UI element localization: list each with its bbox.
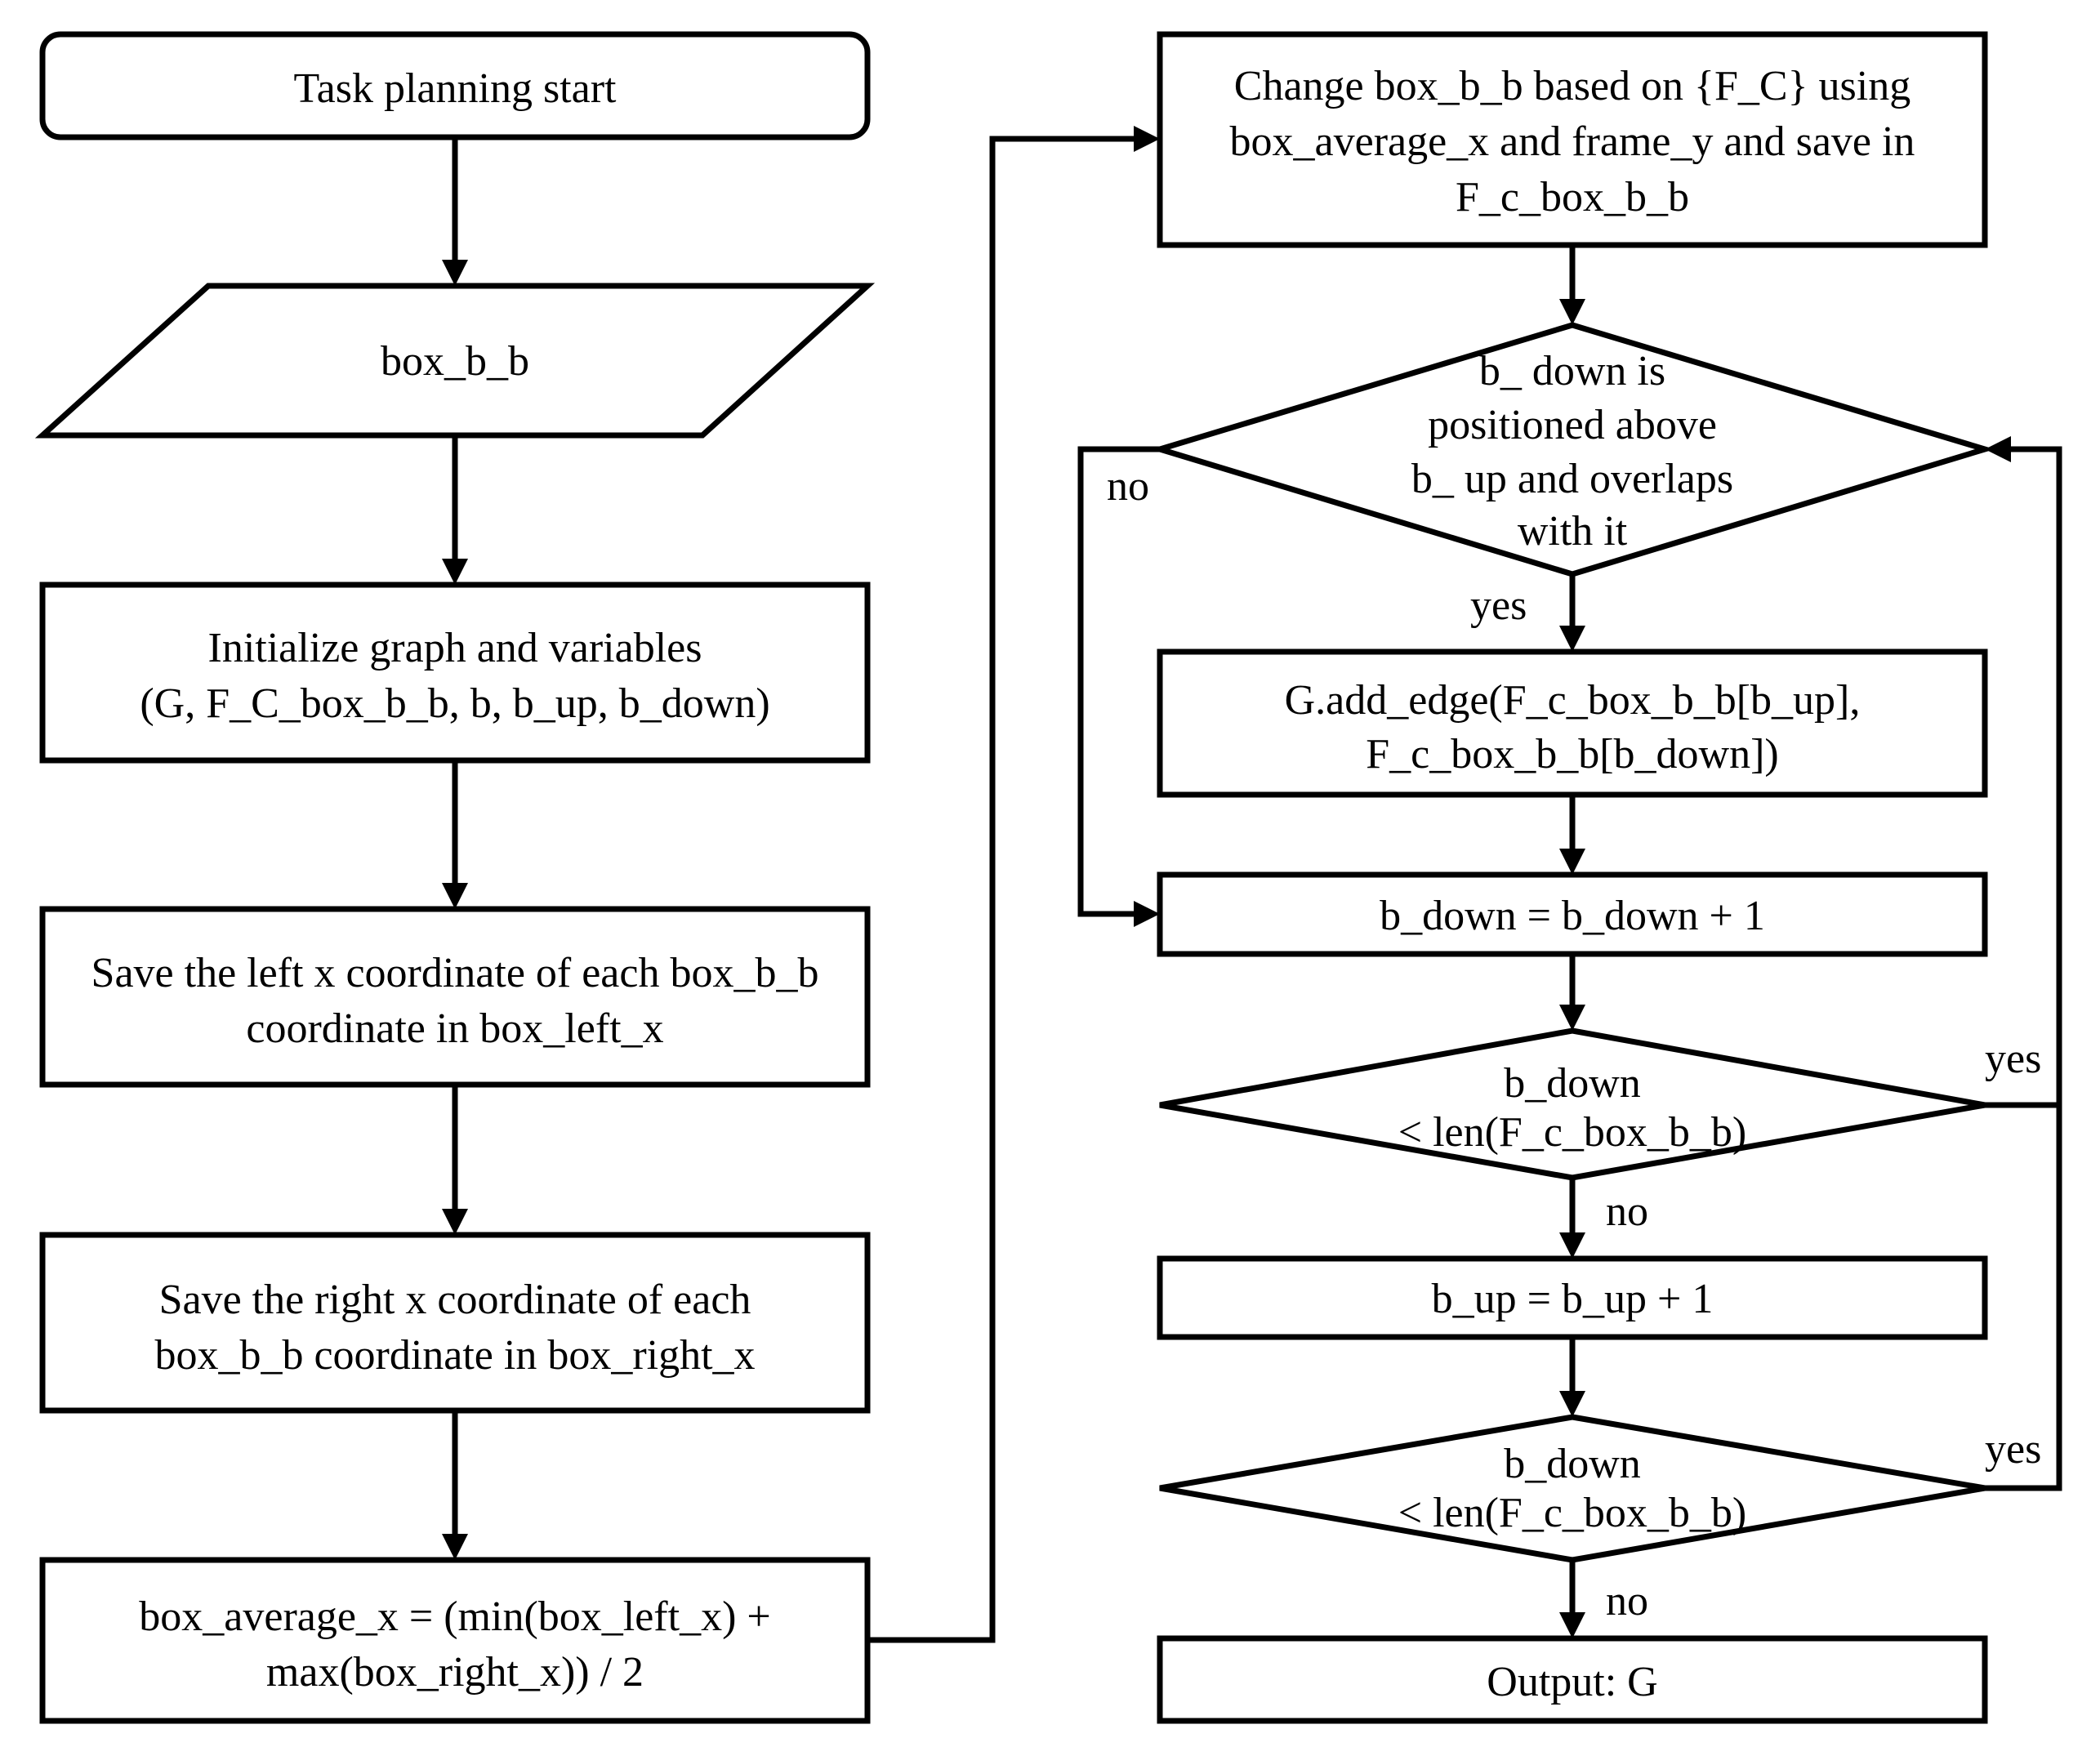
save-left-node: Save the left x coordinate of each box_b… xyxy=(39,906,871,1088)
change-node: Change box_b_b based on {F_C} using box_… xyxy=(1157,31,1988,248)
right-column-arrows xyxy=(1559,245,1585,1638)
overlap-no-arrow xyxy=(1077,446,1160,927)
add-edge-node-line-1: G.add_edge(F_c_box_b_b[b_up], xyxy=(1285,677,1861,724)
average-node-line-2: max(box_right_x)) / 2 xyxy=(266,1649,644,1696)
overlap-decision-node: b_ down is positioned above b_ up and ov… xyxy=(1149,322,1995,577)
left-column-arrows xyxy=(442,137,468,1560)
change-node-line-2: box_average_x and frame_y and save in xyxy=(1230,118,1915,165)
overlap-decision-line-2: positioned above xyxy=(1428,402,1717,448)
overlap-yes-label: yes xyxy=(1470,582,1527,629)
change-node-line-3: F_c_box_b_b xyxy=(1456,174,1689,221)
init-node-line-2: (G, F_C_box_b_b, b, b_up, b_down) xyxy=(140,680,769,727)
up-yes-label: yes xyxy=(1985,1426,2041,1473)
input-box-node: box_b_b xyxy=(34,283,876,439)
overlap-decision-line-3: b_ up and overlaps xyxy=(1411,456,1733,502)
average-node: box_average_x = (min(box_left_x) + max(b… xyxy=(39,1557,871,1724)
start-node-text: Task planning start xyxy=(294,65,618,112)
start-node: Task planning start xyxy=(39,31,871,140)
inc-down-node-text: b_down = b_down + 1 xyxy=(1380,893,1765,939)
down-decision-node: b_down < len(F_c_box_b_b) xyxy=(1159,1027,1986,1181)
down-yes-label: yes xyxy=(1985,1036,2041,1082)
save-right-node-line-2: box_b_b coordinate in box_right_x xyxy=(154,1332,755,1379)
add-edge-node: G.add_edge(F_c_box_b_b[b_up], F_c_box_b_… xyxy=(1157,648,1988,798)
add-edge-node-line-2: F_c_box_b_b[b_down]) xyxy=(1366,731,1779,778)
save-left-node-line-2: coordinate in box_left_x xyxy=(246,1005,663,1052)
inc-up-node: b_up = b_up + 1 xyxy=(1157,1255,1988,1340)
input-box-node-text: box_b_b xyxy=(381,338,529,385)
init-node: Initialize graph and variables (G, F_C_b… xyxy=(39,582,871,764)
output-node: Output: G xyxy=(1157,1635,1988,1724)
save-right-node-line-1: Save the right x coordinate of each xyxy=(159,1277,751,1323)
init-node-line-1: Initialize graph and variables xyxy=(208,625,702,671)
save-left-node-line-1: Save the left x coordinate of each box_b… xyxy=(91,950,819,996)
overlap-no-label: no xyxy=(1107,463,1149,510)
average-node-line-1: box_average_x = (min(box_left_x) + xyxy=(139,1593,770,1640)
change-node-line-1: Change box_b_b based on {F_C} using xyxy=(1234,63,1911,109)
down-decision-line-1: b_down xyxy=(1504,1060,1641,1107)
up-yes-loop-arrow xyxy=(1985,436,2062,1491)
save-right-node: Save the right x coordinate of each box_… xyxy=(39,1232,871,1414)
inc-up-node-text: b_up = b_up + 1 xyxy=(1432,1276,1714,1322)
overlap-decision-line-4: with it xyxy=(1518,508,1628,555)
output-node-text: Output: G xyxy=(1487,1659,1657,1705)
up-no-label: no xyxy=(1606,1578,1648,1624)
up-decision-line-1: b_down xyxy=(1504,1441,1641,1487)
up-decision-line-2: < len(F_c_box_b_b) xyxy=(1398,1490,1747,1536)
down-no-label: no xyxy=(1606,1188,1648,1235)
average-to-change-arrow xyxy=(867,126,1160,1643)
overlap-decision-line-1: b_ down is xyxy=(1479,348,1665,394)
up-decision-node: b_down < len(F_c_box_b_b) xyxy=(1159,1414,1986,1563)
inc-down-node: b_down = b_down + 1 xyxy=(1157,871,1988,957)
down-decision-line-2: < len(F_c_box_b_b) xyxy=(1398,1109,1747,1156)
